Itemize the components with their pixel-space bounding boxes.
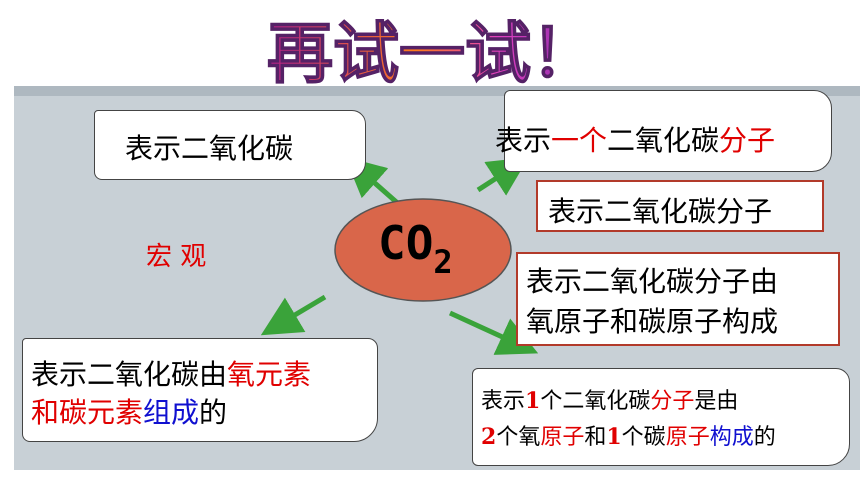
box-bottom-left: 表示二氧化碳由氧元素 和碳元素组成的 <box>22 338 378 442</box>
box-mid-right-2: 表示二氧化碳分子由 氧原子和碳原子构成 <box>516 252 840 346</box>
arrow-top-right <box>476 157 529 196</box>
box-bottom-left-line1: 表示二氧化碳由氧元素 <box>31 358 312 391</box>
title-banner: 再试一试！ <box>266 13 598 92</box>
co2-formula: CO2 <box>378 216 453 281</box>
box-bottom-right: 表示1个二氧化碳分子是由 2个氧原子和1个碳原子构成的 <box>472 368 850 466</box>
box-top-left-text: 表示二氧化碳 <box>125 132 294 165</box>
co2-subscript: 2 <box>433 243 453 281</box>
box-top-right: 表示一个二氧化碳分子 <box>495 90 832 172</box>
arrow-bottom-right <box>448 310 539 355</box>
page-title: 再试一试！ <box>267 14 597 92</box>
box-mid-right-2-line1: 表示二氧化碳分子由 <box>526 265 779 298</box>
box-mid-right-1-text: 表示二氧化碳分子 <box>548 195 773 228</box>
box-top-right-text: 表示一个二氧化碳分子 <box>495 124 776 157</box>
box-bottom-left-line2: 和碳元素组成的 <box>31 396 228 429</box>
co2-ellipse <box>334 198 512 302</box>
box-mid-right-1: 表示二氧化碳分子 <box>536 180 824 232</box>
box-bottom-right-line2: 2个氧原子和1个碳原子构成的 <box>481 424 776 450</box>
box-mid-right-2-line2: 氧原子和碳原子构成 <box>526 305 779 338</box>
co2-main: CO <box>378 216 434 270</box>
macro-label: 宏 观 <box>146 242 207 272</box>
box-bottom-right-line1: 表示1个二氧化碳分子是由 <box>481 388 739 414</box>
box-top-left: 表示二氧化碳 <box>94 110 366 180</box>
arrow-bottom-left <box>260 294 327 336</box>
